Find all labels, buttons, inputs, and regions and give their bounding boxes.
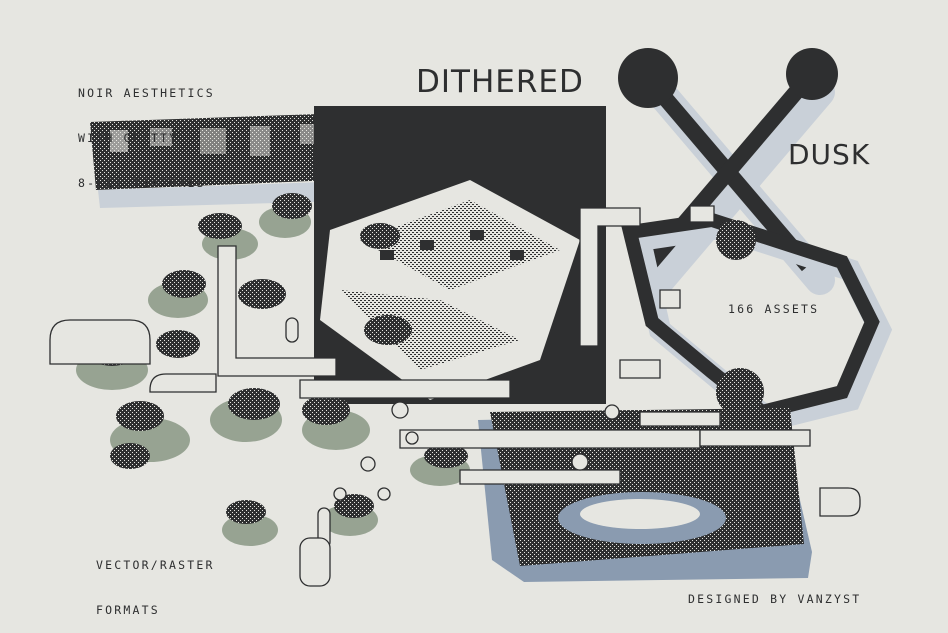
tagline-line: 8-BIT TEXTURES <box>78 176 206 190</box>
title-line-dusk: DUSK <box>788 138 871 171</box>
formats-caption: VECTOR/RASTER FORMATS <box>96 528 215 633</box>
pixel-pipe-outlines <box>49 205 861 587</box>
tagline-line: WITH GRITTY <box>78 131 179 145</box>
tree-cluster-graphic <box>76 193 470 546</box>
formats-line: VECTOR/RASTER <box>96 558 215 572</box>
assets-count-caption: 166 ASSETS <box>728 302 820 316</box>
title-line-dithered: DITHERED <box>416 64 584 100</box>
formats-line: FORMATS <box>96 603 160 617</box>
x-shape-graphic <box>618 48 838 295</box>
tagline-line: NOIR AESTHETICS <box>78 86 215 100</box>
road-loop-graphic <box>621 212 893 432</box>
tagline-caption: NOIR AESTHETICS WITH GRITTY 8-BIT TEXTUR… <box>78 56 215 206</box>
designer-credit-caption: DESIGNED BY VANZYST <box>688 592 862 606</box>
